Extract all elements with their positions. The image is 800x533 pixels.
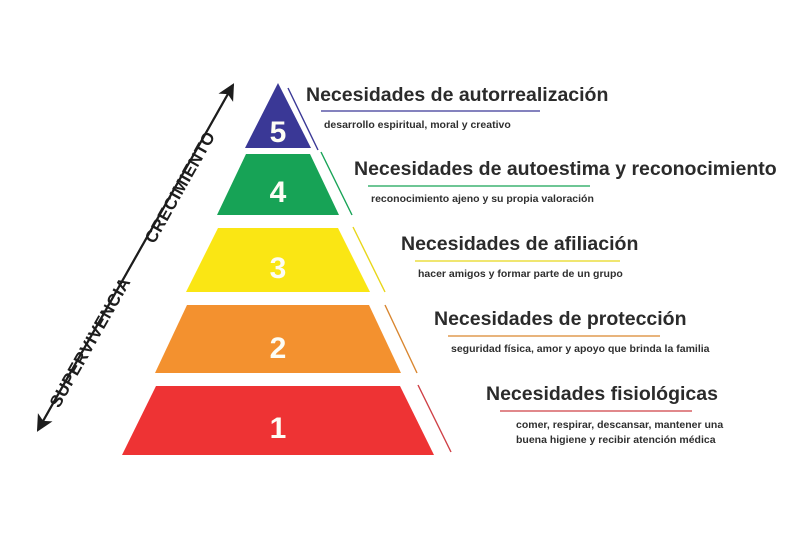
level-2-subtitle-line-1: seguridad física, amor y apoyo que brind…	[451, 343, 710, 355]
pyramid-tier-1[interactable]: 1	[122, 386, 434, 455]
tier-2-shape[interactable]	[155, 305, 401, 373]
leader-line-5	[287, 87, 319, 151]
level-3-subtitle-line-1: hacer amigos y formar parte de un grupo	[418, 268, 623, 280]
pyramid-tier-5[interactable]: 5	[245, 83, 311, 149]
level-1-subtitle-line-1: comer, respirar, descansar, mantener una	[516, 419, 723, 431]
pyramid-tier-3[interactable]: 3	[186, 228, 370, 292]
level-4-subtitle-line-1: reconocimiento ajeno y su propia valorac…	[371, 193, 594, 205]
tier-1-number: 1	[270, 412, 287, 445]
tier-5-number: 5	[270, 116, 287, 149]
level-5-subtitle-line-1: desarrollo espiritual, moral y creativo	[324, 119, 511, 131]
level-1-subtitle-line-2: buena higiene y recibir atención médica	[516, 434, 716, 446]
tier-5-shape[interactable]	[245, 83, 311, 148]
axis-arrow-down	[36, 84, 234, 432]
axis-label-supervivencia: SUPERVIVENCIA	[46, 274, 135, 411]
level-5-title: Necesidades de autorrealización	[306, 84, 608, 106]
tier-1-shape[interactable]	[122, 386, 434, 455]
tier-3-number: 3	[270, 252, 287, 285]
level-2-text-block: Necesidades de protección seguridad físi…	[434, 308, 710, 355]
level-text-blocks: Necesidades de autorrealización desarrol…	[306, 84, 777, 446]
tier-2-number: 2	[270, 332, 287, 365]
leader-line-4	[320, 151, 353, 216]
leader-lines	[287, 87, 452, 453]
level-1-title: Necesidades fisiológicas	[486, 383, 718, 405]
axis-label-crecimiento: CRECIMIENTO	[141, 128, 219, 246]
level-3-text-block: Necesidades de afiliación hacer amigos y…	[401, 233, 638, 280]
level-3-title: Necesidades de afiliación	[401, 233, 638, 255]
level-4-text-block: Necesidades de autoestima y reconocimien…	[354, 158, 777, 205]
pyramid-tier-2[interactable]: 2	[155, 305, 401, 373]
leader-line-1	[417, 384, 452, 453]
pyramid-tier-4[interactable]: 4	[217, 154, 339, 215]
level-1-text-block: Necesidades fisiológicas comer, respirar…	[486, 383, 723, 446]
tier-4-number: 4	[270, 176, 287, 209]
pyramid-tiers: 5 4 3 2 1	[122, 83, 434, 455]
tier-4-shape[interactable]	[217, 154, 339, 215]
tier-3-shape[interactable]	[186, 228, 370, 292]
level-5-text-block: Necesidades de autorrealización desarrol…	[306, 84, 608, 131]
leader-line-3	[352, 226, 386, 293]
level-4-title: Necesidades de autoestima y reconocimien…	[354, 158, 777, 180]
leader-line-2	[384, 304, 418, 374]
level-2-title: Necesidades de protección	[434, 308, 687, 330]
